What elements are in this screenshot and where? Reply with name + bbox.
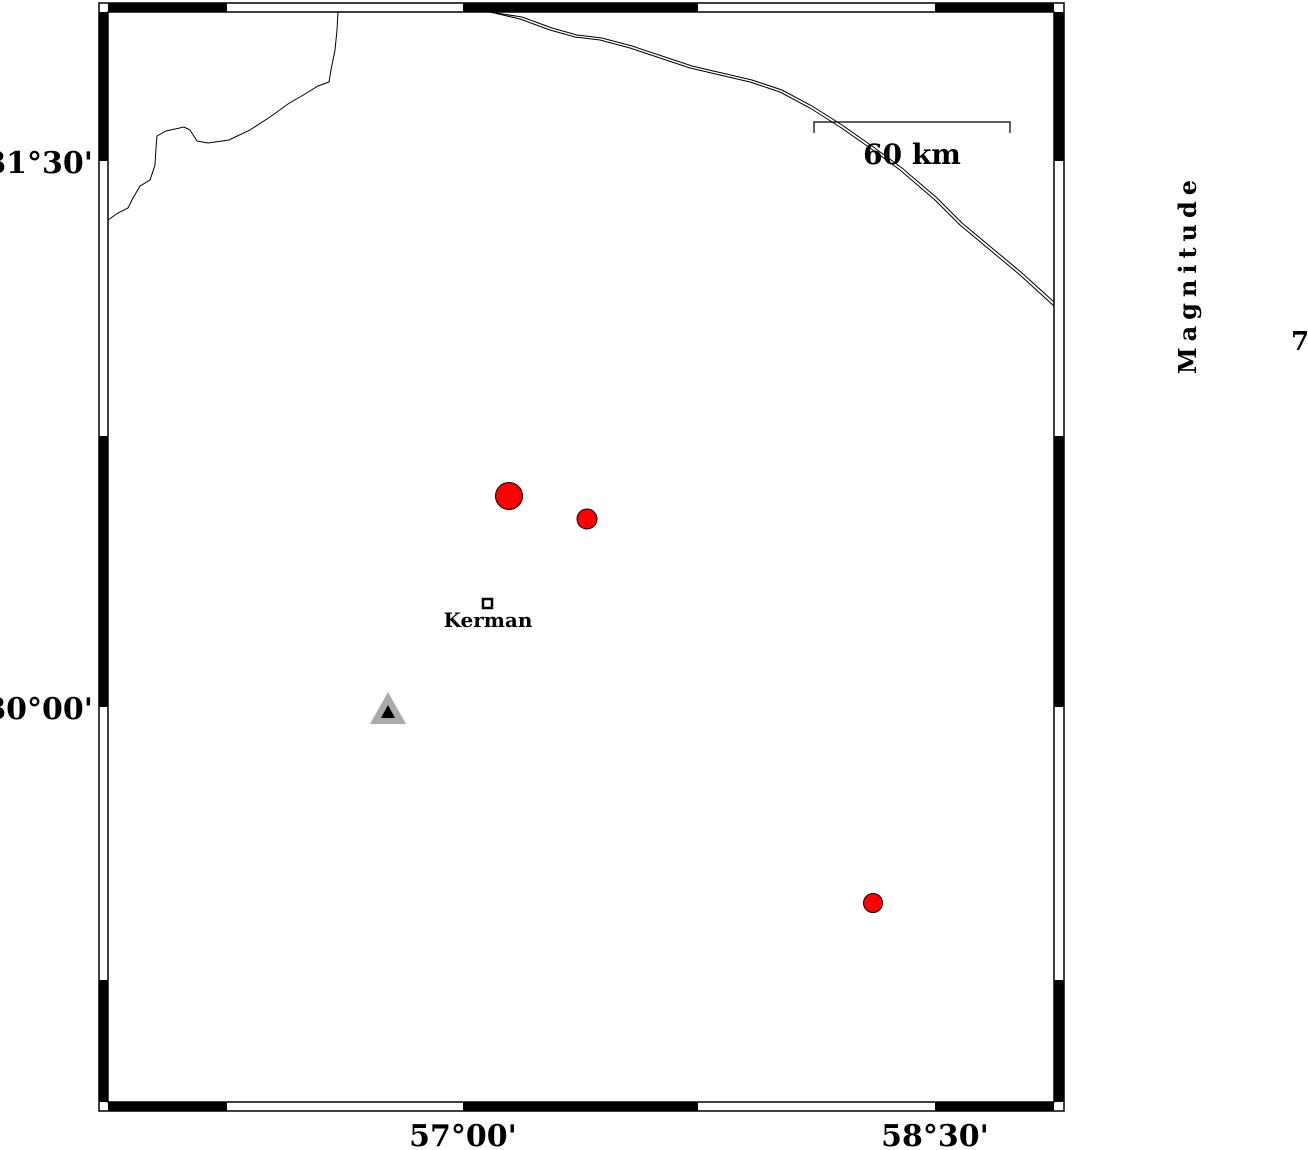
city-kerman: Kerman bbox=[444, 597, 533, 632]
map-frame bbox=[98, 2, 1065, 1112]
x-tick-label-58-30: 58°30' bbox=[881, 1119, 989, 1150]
province-borders bbox=[107, 11, 1055, 307]
magnitude-legend: Magnitude 7 bbox=[1173, 174, 1308, 374]
event-marker-small[interactable] bbox=[863, 893, 883, 913]
station-inner-triangle-icon[interactable] bbox=[381, 705, 395, 718]
y-tick-label-30-00: 30°00' bbox=[0, 692, 93, 727]
east-border-line-b bbox=[489, 11, 1055, 303]
west-border-line bbox=[107, 11, 339, 221]
legend-title: Magnitude bbox=[1173, 174, 1202, 374]
city-label-kerman: Kerman bbox=[444, 608, 533, 632]
legend-value: 7 bbox=[1291, 327, 1308, 357]
east-border-line-a bbox=[489, 11, 1055, 307]
event-marker-medium[interactable] bbox=[576, 508, 598, 530]
map-area bbox=[108, 12, 1054, 1102]
x-tick-label-57: 57°00' bbox=[409, 1119, 517, 1150]
event-markers bbox=[495, 482, 883, 913]
city-square-icon bbox=[481, 597, 494, 610]
y-tick-label-31-30: 31°30' bbox=[0, 146, 93, 181]
scale-bar-label: 60 km bbox=[863, 138, 961, 171]
scale-bar: 60 km bbox=[813, 121, 1011, 171]
event-marker-large[interactable] bbox=[495, 482, 523, 510]
station-marker bbox=[370, 692, 406, 724]
